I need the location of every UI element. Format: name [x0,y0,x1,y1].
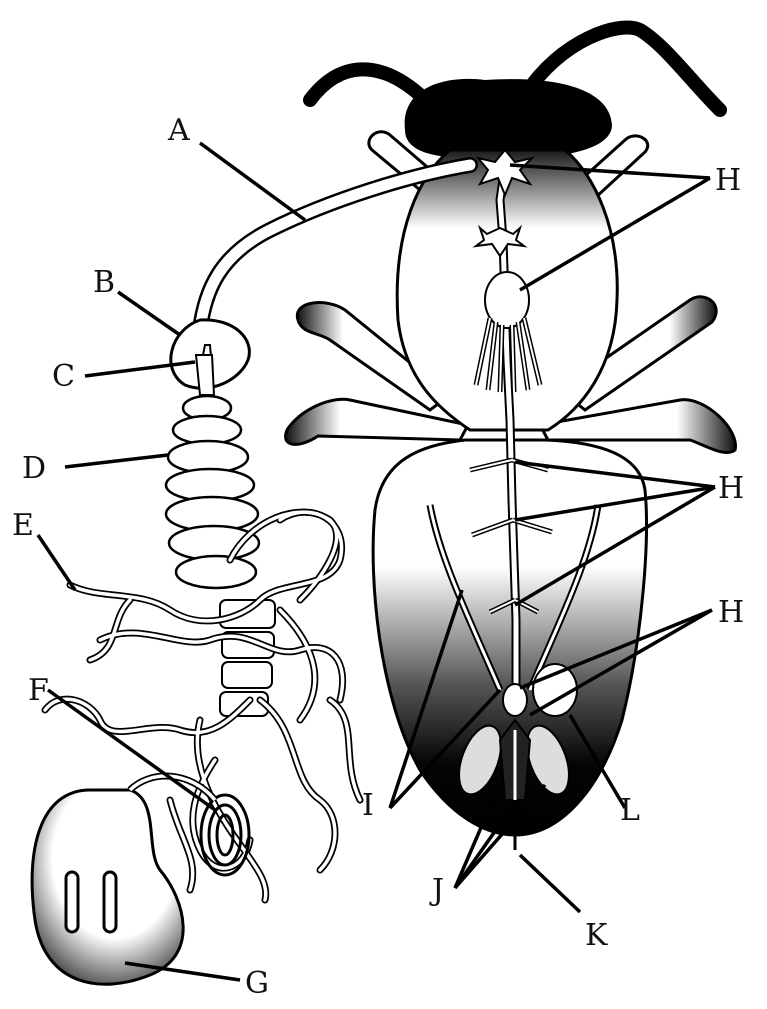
leader-d [65,455,168,467]
leader-k [520,855,580,912]
head [405,79,612,158]
leader-b [118,292,180,335]
neck [196,355,214,395]
label-i: I [362,788,374,823]
label-l: L [620,793,640,828]
label-k: K [585,918,608,953]
insect-body [286,28,736,850]
leader-e [38,535,75,590]
segmented-gland [166,396,259,588]
label-g: G [245,966,269,1001]
label-c: C [52,359,75,394]
label-h-top: H [715,163,741,198]
left-antenna [310,69,420,100]
label-a: A [167,113,190,148]
label-b: B [93,265,115,300]
label-h-mid: H [718,471,744,506]
terminal-ganglion [503,684,527,716]
label-e: E [12,508,34,543]
label-h-low: H [718,595,744,630]
label-f: F [28,673,49,708]
leader-a [200,143,305,220]
label-j: J [429,873,444,908]
label-d: D [22,451,46,486]
